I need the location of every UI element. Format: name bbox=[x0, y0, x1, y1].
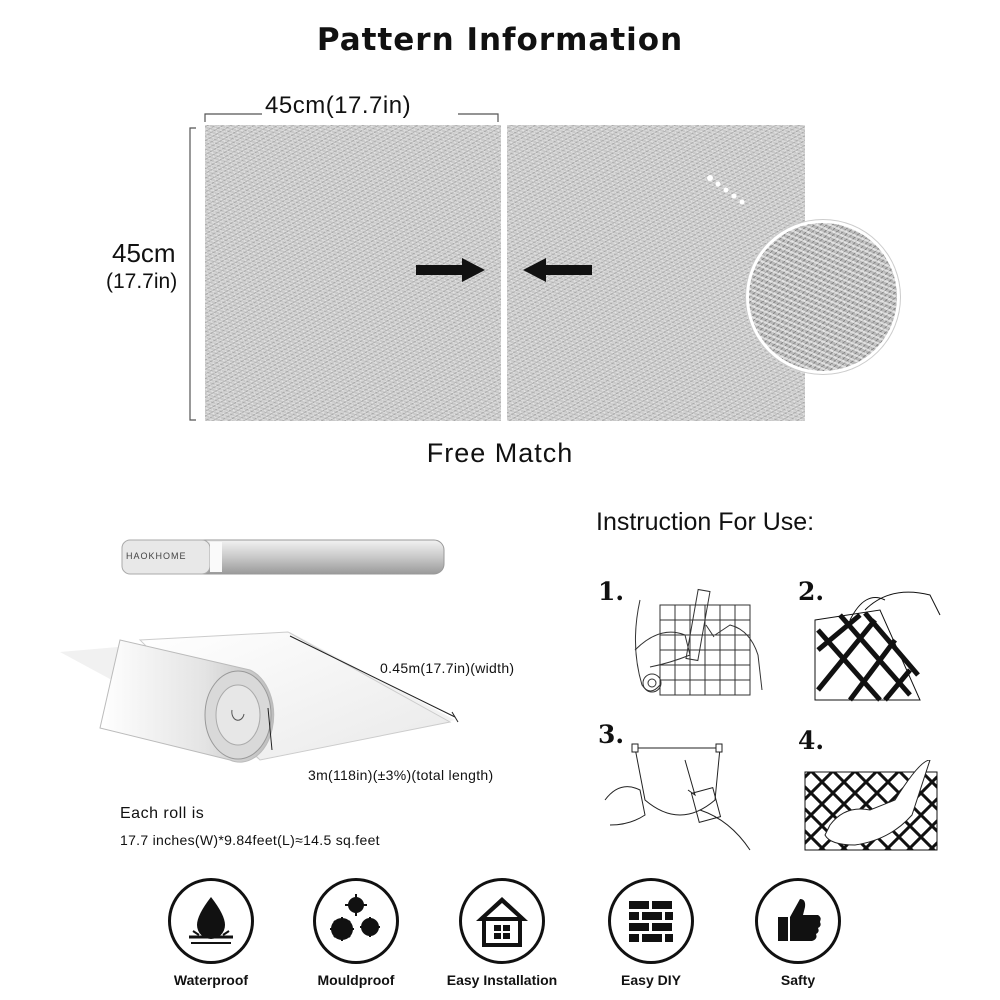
step-number-4: 4. bbox=[798, 726, 825, 755]
feature-easy-installation-label: Easy Installation bbox=[446, 972, 558, 988]
thumbs-up-icon bbox=[778, 899, 821, 941]
step-2-peel-illustration bbox=[814, 591, 941, 702]
feature-waterproof-badge bbox=[168, 878, 254, 964]
feature-easy-diy-badge bbox=[608, 878, 694, 964]
feature-mouldproof: Mouldproof bbox=[310, 878, 402, 988]
brick-wall-icon bbox=[629, 901, 673, 942]
house-icon bbox=[476, 897, 528, 947]
instructions-title: Instruction For Use: bbox=[596, 508, 815, 536]
feature-mouldproof-badge bbox=[313, 878, 399, 964]
roll-width-label: 0.45m(17.7in)(width) bbox=[380, 660, 515, 676]
feature-safty-label: Safty bbox=[780, 972, 816, 988]
feature-easy-installation-badge bbox=[459, 878, 545, 964]
unrolled-roll-illustration bbox=[60, 631, 459, 763]
page-title: Pattern Information bbox=[316, 22, 684, 58]
step-number-2: 2. bbox=[798, 577, 825, 606]
pattern-height-label-in: (17.7in) bbox=[106, 270, 178, 293]
step-number-1: 1. bbox=[598, 577, 625, 606]
feature-mouldproof-label: Mouldproof bbox=[317, 972, 395, 988]
each-roll-line1: Each roll is bbox=[120, 805, 205, 822]
roll-brand-text: HAOKHOME bbox=[126, 551, 187, 561]
roll-length-label: 3m(118in)(±3%)(total length) bbox=[308, 767, 494, 783]
step-4-smooth-illustration bbox=[804, 760, 938, 851]
match-arrows-overlay bbox=[416, 175, 745, 282]
pattern-panel-left bbox=[205, 125, 501, 421]
pattern-height-label-cm: 45cm bbox=[112, 238, 176, 268]
each-roll-line2: 17.7 inches(W)*9.84feet(L)≈14.5 sq.feet bbox=[120, 832, 380, 848]
step-1-measure-cut-illustration bbox=[634, 588, 763, 696]
step-3-apply-illustration bbox=[604, 743, 751, 851]
feature-easy-installation: Easy Installation bbox=[447, 878, 557, 988]
free-match-label: Free Match bbox=[426, 438, 574, 468]
packaged-roll-illustration bbox=[121, 539, 445, 575]
water-drop-icon bbox=[189, 897, 233, 944]
feature-easy-diy: Easy DIY bbox=[605, 878, 697, 988]
texture-zoom-circle bbox=[746, 220, 900, 374]
feature-easy-diy-label: Easy DIY bbox=[621, 972, 681, 988]
mould-icon bbox=[330, 894, 380, 941]
feature-waterproof: Waterproof bbox=[165, 878, 257, 988]
step-number-3: 3. bbox=[598, 720, 625, 749]
feature-safty: Safty bbox=[752, 878, 844, 988]
feature-safty-badge bbox=[755, 878, 841, 964]
pattern-width-label: 45cm(17.7in) bbox=[265, 92, 412, 119]
feature-waterproof-label: Waterproof bbox=[173, 972, 249, 988]
